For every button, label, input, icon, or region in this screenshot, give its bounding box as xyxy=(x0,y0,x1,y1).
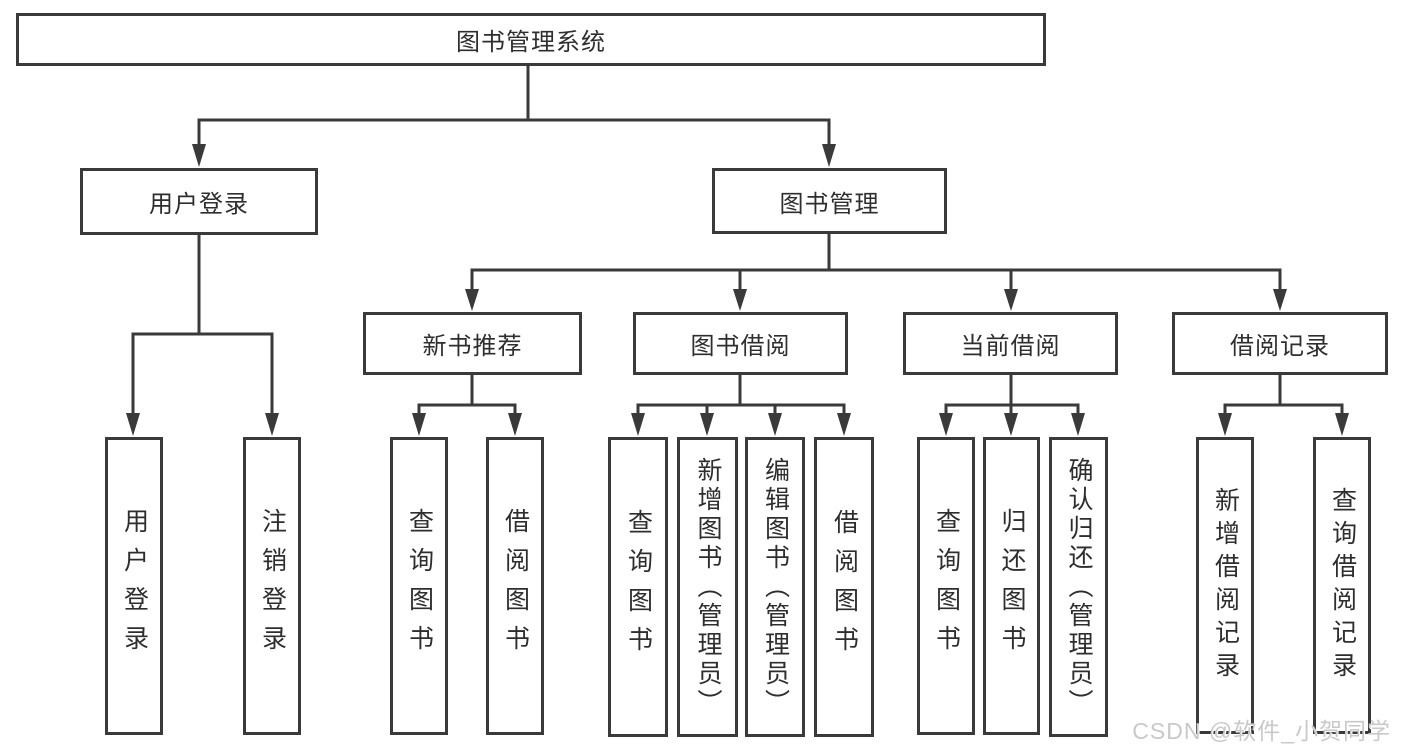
leaf-node-query-book-3: 查询图书 xyxy=(917,437,975,735)
leaf-node-query-borrow-record: 查询借阅记录 xyxy=(1313,437,1371,734)
leaf-node-logout: 注销登录 xyxy=(243,437,301,735)
leaf-label: 借阅图书 xyxy=(830,509,859,665)
leaf-node-edit-book-admin: 编辑图书（管理员） xyxy=(745,437,805,737)
section-node-book-borrow: 图书借阅 xyxy=(633,312,848,375)
leaf-node-confirm-return-admin: 确认归还（管理员） xyxy=(1049,437,1108,737)
leaf-label: 查询图书 xyxy=(624,509,653,665)
leaf-node-query-book-2: 查询图书 xyxy=(608,437,668,737)
leaf-label: 查询图书 xyxy=(405,508,434,664)
leaf-label: 借阅图书 xyxy=(501,508,530,664)
leaf-node-query-book-1: 查询图书 xyxy=(390,437,448,735)
leaf-node-add-borrow-record: 新增借阅记录 xyxy=(1196,437,1254,734)
csdn-watermark: CSDN @软件_小贺同学 xyxy=(1132,718,1391,744)
section-node-new-book-recommend: 新书推荐 xyxy=(363,312,582,375)
section-node-current-borrow: 当前借阅 xyxy=(903,312,1118,375)
leaf-label: 注销登录 xyxy=(258,508,287,664)
leaf-label: 确认归还（管理员） xyxy=(1065,456,1093,718)
leaf-label: 编辑图书（管理员） xyxy=(761,456,790,718)
leaf-label: 查询图书 xyxy=(932,508,961,664)
leaf-label: 查询借阅记录 xyxy=(1328,486,1357,685)
root-node-system: 图书管理系统 xyxy=(16,13,1046,66)
branch-node-book-management: 图书管理 xyxy=(712,168,947,234)
leaf-node-user-login: 用户登录 xyxy=(105,437,163,735)
leaf-label: 新增借阅记录 xyxy=(1211,486,1240,685)
arrowhead-icons xyxy=(126,144,1349,436)
leaf-node-return-book: 归还图书 xyxy=(983,437,1040,735)
branch-node-user-login: 用户登录 xyxy=(80,168,318,235)
leaf-node-add-book-admin: 新增图书（管理员） xyxy=(677,437,738,737)
leaf-label: 用户登录 xyxy=(120,508,149,664)
leaf-label: 新增图书（管理员） xyxy=(694,456,722,718)
leaf-label: 归还图书 xyxy=(998,508,1026,664)
leaf-node-borrow-book-2: 借阅图书 xyxy=(814,437,874,737)
leaf-node-borrow-book-1: 借阅图书 xyxy=(486,437,544,735)
section-node-borrow-record: 借阅记录 xyxy=(1172,312,1388,375)
